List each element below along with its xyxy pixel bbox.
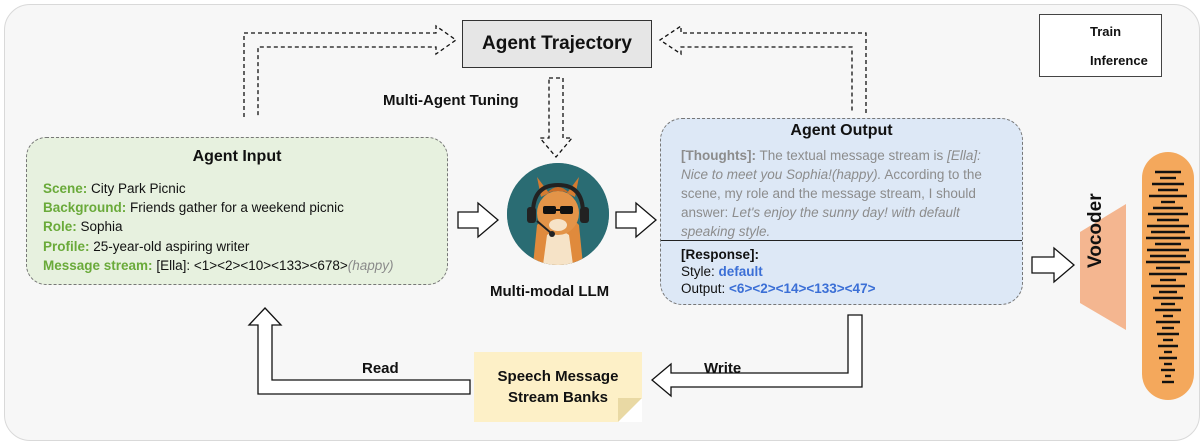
output-divider [661,240,1022,241]
agent-trajectory-label: Agent Trajectory [482,33,632,54]
thoughts-part-3: According to the scene, my role and the … [681,167,982,220]
agent-trajectory-box: Agent Trajectory [462,20,652,68]
profile-row: Profile: 25-year-old aspiring writer [43,237,431,256]
role-row: Role: Sophia [43,217,431,236]
scene-label: Scene: [43,181,88,196]
banks-line-1: Speech Message [497,368,619,385]
multi-agent-tuning-label: Multi-Agent Tuning [383,92,519,109]
output-row: Output: <6><2><14><133><47> [681,280,875,297]
legend-train-label: Train [1090,24,1122,39]
role-label: Role: [43,219,77,235]
waveform-background [1142,152,1194,400]
llama-avatar-icon [507,163,609,265]
multimodal-llm-label: Multi-modal LLM [490,283,610,300]
agent-input-title: Agent Input [192,148,282,165]
background-label: Background: [43,200,127,216]
banks-line-2: Stream Banks [507,389,609,406]
response-label: [Response]: [681,247,760,262]
read-label: Read [362,360,399,377]
agent-output-title: Agent Output [790,122,893,139]
vocoder-label: Vocoder [1085,193,1106,268]
style-label: Style: [681,264,715,279]
scene-value: City Park Picnic [91,181,186,196]
output-label: Output: [681,281,726,296]
message-stream-emotion: (happy) [347,257,394,273]
thoughts-label: [Thoughts]: [681,148,756,163]
agent-output-box: Agent Output [Thoughts]: The textual mes… [660,118,1023,305]
thoughts-part-4: Let's enjoy the sunny day! with default … [681,205,960,239]
message-stream-value: [Ella]: <1><2><10><133><678> [156,257,348,273]
scene-row: Scene: City Park Picnic [43,179,431,198]
response-block: [Response]: Style: default Output: <6><2… [681,246,875,297]
profile-label: Profile: [43,238,90,254]
style-value: default [718,264,763,279]
legend-inference-label: Inference [1090,53,1148,68]
page-fold-icon [618,398,642,422]
message-stream-row: Message stream: [Ella]: <1><2><10><133><… [43,256,431,275]
profile-value: 25-year-old aspiring writer [93,238,250,254]
thoughts-text: [Thoughts]: The textual message stream i… [681,146,1011,241]
write-label: Write [704,360,742,377]
role-value: Sophia [80,219,123,235]
speech-message-stream-banks: Speech Message Stream Banks [474,352,642,422]
style-row: Style: default [681,263,875,280]
background-row: Background: Friends gather for a weekend… [43,198,431,217]
legend: Train Inference [1039,14,1162,77]
message-stream-label: Message stream: [43,257,153,273]
background-value: Friends gather for a weekend picnic [130,200,344,216]
thoughts-part-2: [Ella]: Nice to meet you Sophia!(happy). [681,148,981,182]
agent-input-box: Agent Input Scene: City Park Picnic Back… [26,137,448,285]
output-value: <6><2><14><133><47> [729,281,876,296]
thoughts-part-1: The textual message stream is [759,148,944,163]
